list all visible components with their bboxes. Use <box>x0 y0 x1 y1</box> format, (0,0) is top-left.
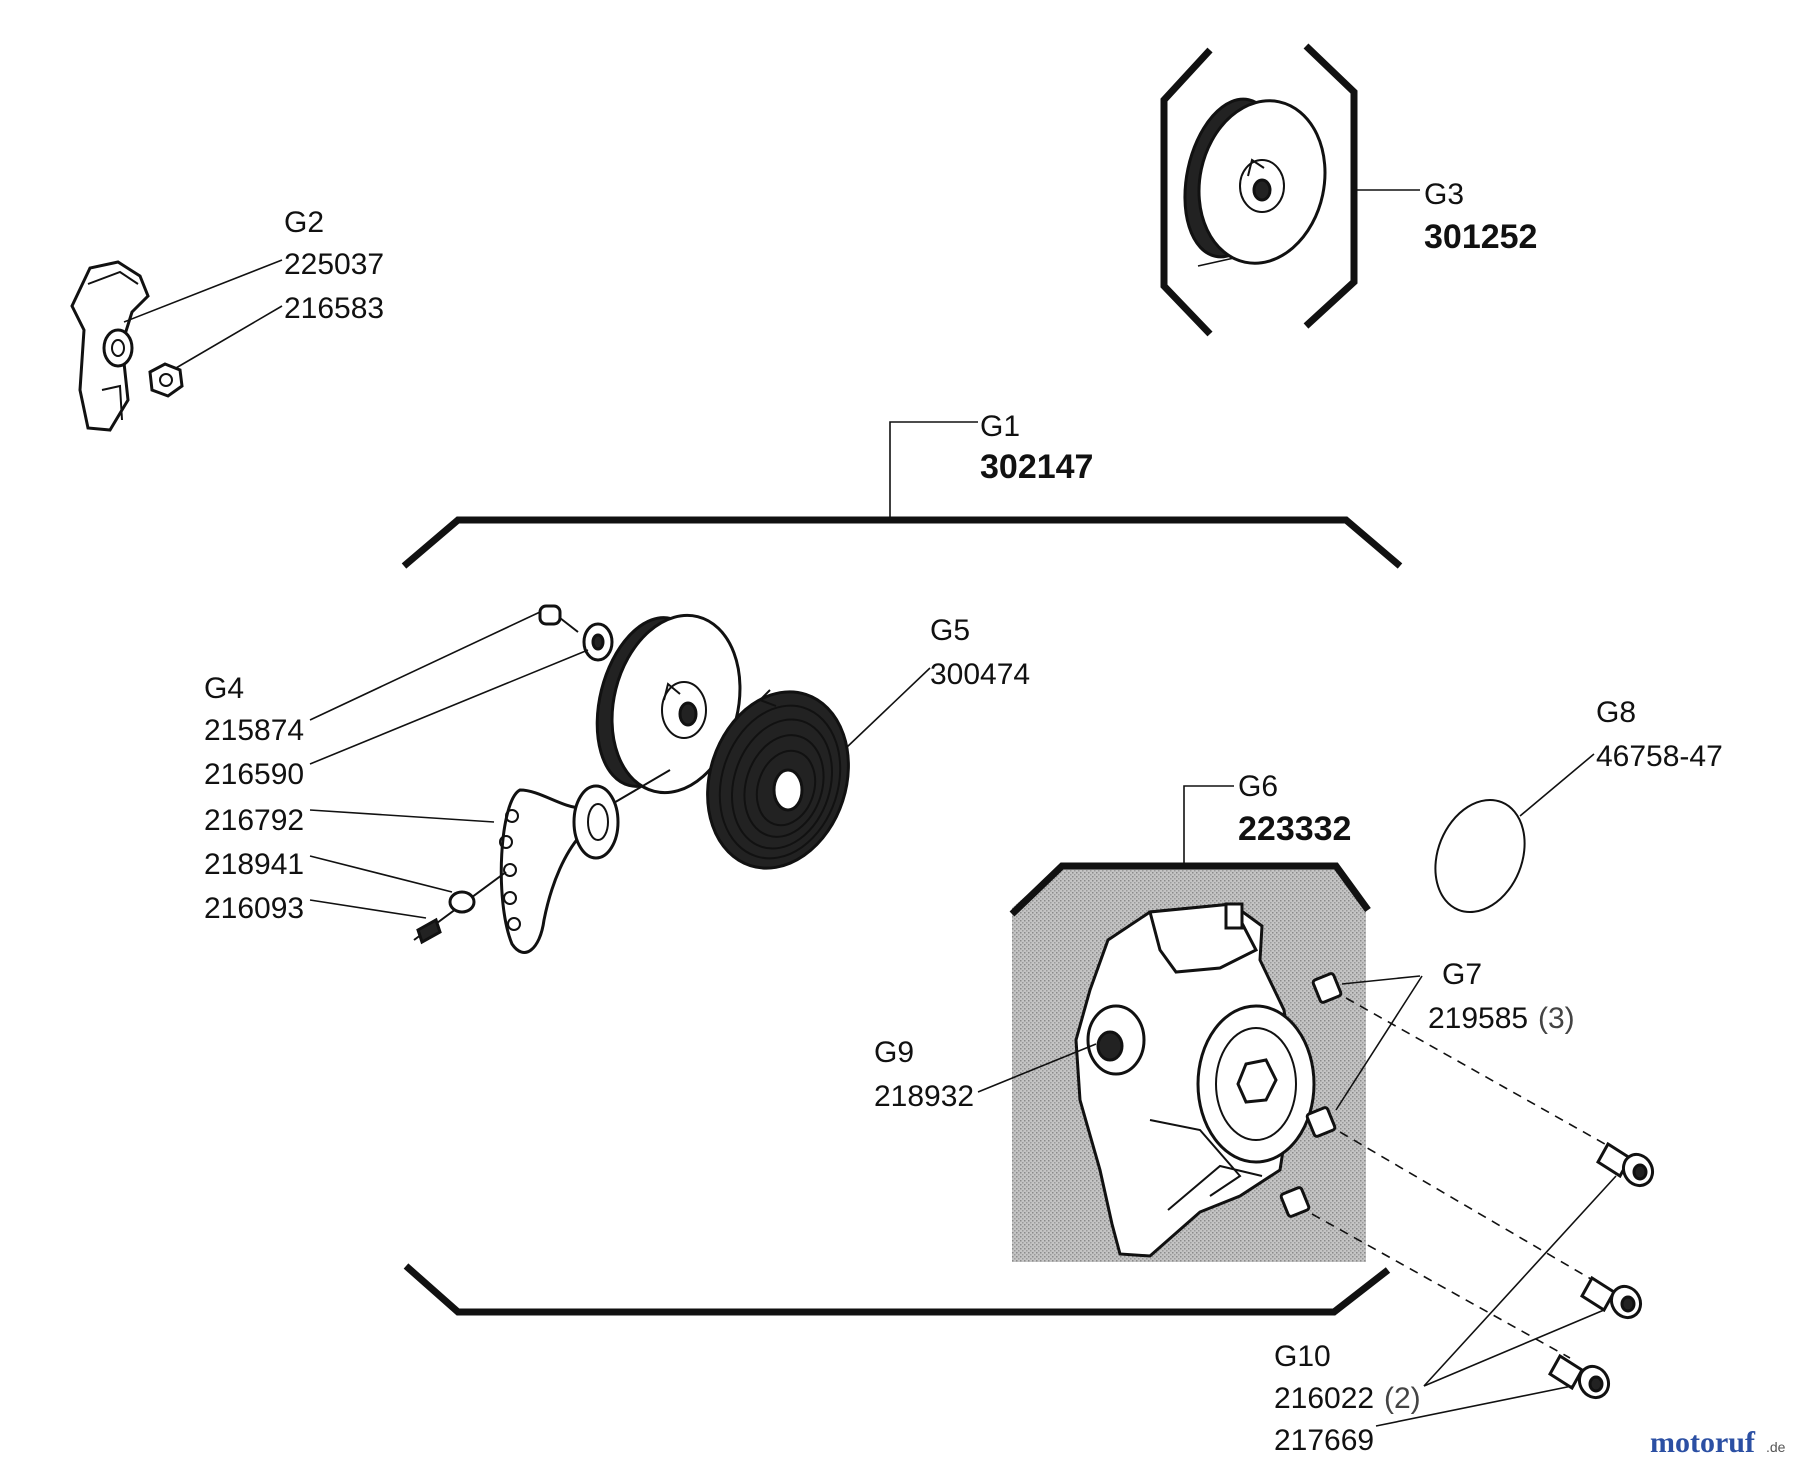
watermark-logo: motoruf .de <box>1650 1426 1786 1459</box>
g4-part-1: 215874 <box>204 714 304 747</box>
g7-label: G7 <box>1442 958 1482 991</box>
g7-inserts: G7 219585 (3) <box>1279 958 1575 1218</box>
g10-screws: G10 216022 (2) 217669 <box>1274 997 1655 1457</box>
g10-label: G10 <box>1274 1340 1331 1373</box>
screw-1 <box>1596 1141 1655 1188</box>
g3-pulley-group: G3 301252 <box>1160 43 1537 337</box>
g9-label: G9 <box>874 1036 914 1069</box>
g1-starter-assembly-group: G1 302147 <box>401 410 1403 1316</box>
g2-part-1: 225037 <box>284 248 384 281</box>
g8-part: 46758-47 <box>1596 740 1723 773</box>
g4-part-5: 216093 <box>204 892 304 925</box>
g9-part: 218932 <box>874 1080 974 1113</box>
g6-part: 223332 <box>1238 810 1351 848</box>
g9-callout: G9 218932 <box>874 1036 1097 1113</box>
g1-part: 302147 <box>980 448 1093 486</box>
g10-part-2: 217669 <box>1274 1424 1374 1457</box>
g4-part-3: 216792 <box>204 804 304 837</box>
screw-3 <box>1548 1353 1611 1400</box>
g8-o-ring: G8 46758-47 <box>1434 696 1723 914</box>
g8-label: G8 <box>1596 696 1636 729</box>
watermark-text: motoruf <box>1650 1426 1756 1459</box>
g1-label: G1 <box>980 410 1020 443</box>
g5-recoil-spring: G5 300474 <box>706 614 1030 870</box>
g5-part: 300474 <box>930 658 1030 691</box>
g6-label: G6 <box>1238 770 1278 803</box>
g3-part: 301252 <box>1424 218 1537 256</box>
g4-part-2: 216590 <box>204 758 304 791</box>
g5-label: G5 <box>930 614 970 647</box>
g2-label: G2 <box>284 206 324 239</box>
g4-part-4: 218941 <box>204 848 304 881</box>
g7-qty: (3) <box>1538 1002 1575 1035</box>
g3-label: G3 <box>1424 178 1464 211</box>
g10-part-1: 216022 <box>1274 1382 1374 1415</box>
g7-part: 219585 <box>1428 1002 1528 1035</box>
g6-starter-housing: G6 223332 <box>1009 770 1371 1262</box>
g2-trigger-assembly: G2 225037 216583 <box>70 206 384 432</box>
g4-handle-pulley-assembly: G4 215874 216590 216792 218941 216093 <box>204 604 742 954</box>
g10-qty: (2) <box>1384 1382 1421 1415</box>
g2-part-2: 216583 <box>284 292 384 325</box>
g4-label: G4 <box>204 672 244 705</box>
watermark-suffix: .de <box>1766 1439 1786 1455</box>
screw-2 <box>1580 1275 1643 1320</box>
